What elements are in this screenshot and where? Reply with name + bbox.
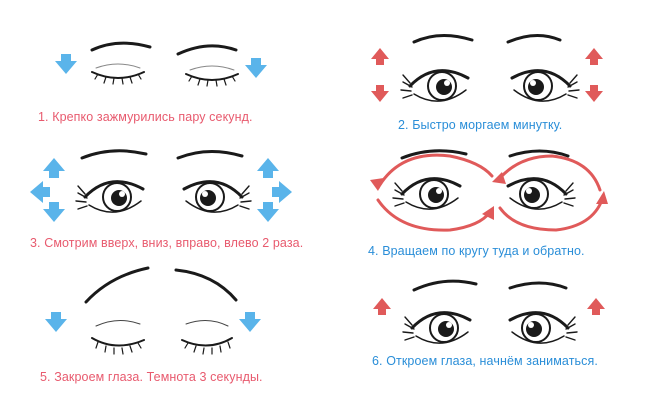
open-eye-right bbox=[184, 182, 251, 212]
closed-eye-right bbox=[186, 66, 238, 86]
arrow-down-icon bbox=[239, 312, 261, 332]
arrow-up-icon bbox=[585, 48, 603, 65]
arrow-up-icon bbox=[587, 298, 605, 315]
arrow-left-icon bbox=[30, 181, 50, 203]
panel-2-illustration bbox=[371, 35, 603, 102]
open-eye-left bbox=[393, 179, 460, 209]
eyebrow-right bbox=[176, 270, 236, 300]
open-eye-left bbox=[76, 182, 143, 212]
eyebrow-left bbox=[414, 281, 476, 290]
eyebrow-right bbox=[508, 35, 560, 42]
panel-4-illustration bbox=[370, 151, 608, 230]
open-eye-left bbox=[403, 313, 470, 343]
eyebrow-right bbox=[178, 151, 242, 158]
arrow-down-icon bbox=[585, 85, 603, 102]
arrow-up-icon bbox=[43, 158, 65, 178]
step-4-caption: 4. Вращаем по кругу туда и обратно. bbox=[368, 244, 585, 258]
panel-3-illustration bbox=[30, 151, 292, 222]
eyebrow-left bbox=[86, 268, 148, 302]
eyebrow-left bbox=[92, 43, 150, 50]
eyebrow-left bbox=[82, 151, 146, 158]
arrow-down-icon bbox=[245, 58, 267, 78]
eyebrow-right bbox=[510, 151, 568, 156]
arrow-right-icon bbox=[272, 181, 292, 203]
closed-eye-right bbox=[182, 338, 232, 346]
open-eye-left bbox=[401, 71, 468, 101]
arrow-down-icon bbox=[371, 85, 389, 102]
open-eye-right bbox=[508, 179, 575, 209]
arrowhead-icon bbox=[596, 191, 608, 204]
arrow-up-icon bbox=[371, 48, 389, 65]
arrow-up-icon bbox=[373, 298, 391, 315]
step-5-caption: 5. Закроем глаза. Темнота 3 секунды. bbox=[40, 370, 263, 384]
closed-eye-left bbox=[92, 338, 144, 346]
open-eye-right bbox=[512, 71, 579, 101]
step-3-caption: 3. Смотрим вверх, вниз, вправо, влево 2 … bbox=[30, 236, 303, 250]
rotation-arrow-right-bottom bbox=[500, 200, 602, 230]
eyebrow-left bbox=[414, 35, 472, 42]
panel-5-illustration bbox=[45, 268, 261, 354]
arrow-down-icon bbox=[45, 312, 67, 332]
eyelid-crease bbox=[186, 320, 228, 326]
arrow-down-icon bbox=[55, 54, 77, 74]
eyelid-crease bbox=[96, 320, 140, 326]
panel-1-illustration bbox=[55, 43, 267, 86]
step-2-caption: 2. Быстро моргаем минутку. bbox=[398, 118, 562, 132]
eyebrow-right bbox=[178, 46, 236, 54]
arrow-down-icon bbox=[257, 202, 279, 222]
closed-eye-left bbox=[92, 64, 144, 84]
step-1-caption: 1. Крепко зажмурились пару секунд. bbox=[38, 110, 253, 124]
arrow-down-icon bbox=[43, 202, 65, 222]
step-6-caption: 6. Откроем глаза, начнём заниматься. bbox=[372, 354, 598, 368]
eyebrow-right bbox=[510, 283, 566, 288]
rotation-arrow-right-top bbox=[500, 156, 600, 190]
panel-6-illustration bbox=[373, 281, 605, 343]
open-eye-right bbox=[510, 313, 577, 343]
arrow-up-icon bbox=[257, 158, 279, 178]
